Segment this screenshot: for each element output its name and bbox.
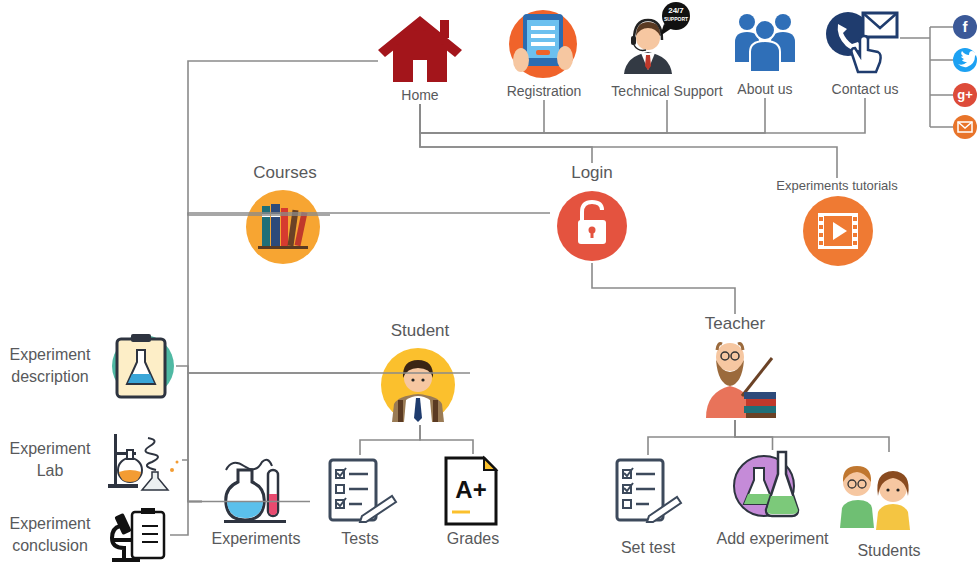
icon-node: Experiment Lab	[0, 428, 182, 492]
icon-text: g+	[955, 88, 975, 101]
icon-node: Courses	[240, 163, 330, 267]
tree-connector	[420, 104, 592, 163]
tree-connector	[188, 373, 370, 502]
node-label: Students	[857, 541, 920, 560]
node-label: Home	[401, 87, 438, 104]
tree-connector	[420, 98, 765, 133]
social-icons	[953, 15, 977, 139]
tree-connector	[420, 98, 865, 133]
conclusion-icon	[112, 508, 164, 560]
tree-connector	[360, 425, 420, 455]
registration-icon	[509, 10, 577, 78]
grades-icon	[446, 458, 496, 524]
node-label: Login	[571, 163, 613, 183]
icon-node: Login	[550, 163, 634, 263]
icon-node: Teacher	[687, 314, 783, 420]
tree-connector	[592, 263, 735, 314]
icon-node: Set test	[606, 455, 690, 557]
tree-connector	[176, 366, 202, 502]
courses-icon	[246, 190, 320, 264]
icon-text: A+	[449, 478, 493, 502]
tutorials-icon	[803, 196, 873, 266]
tree-connector	[188, 61, 378, 215]
icon-text: SUPPORT	[662, 17, 690, 22]
node-label: Experiment conclusion	[2, 513, 98, 556]
tree-connector	[420, 100, 667, 133]
icon-node: Tests	[322, 455, 398, 548]
icon-node: Experiments tutorials	[762, 178, 912, 268]
icon-node: Experiment conclusion	[0, 506, 170, 564]
tree-connector	[420, 425, 473, 454]
node-label: Tests	[341, 529, 378, 548]
icon-text: 24/7	[662, 7, 690, 15]
node-label: Experiments	[212, 529, 301, 548]
tree-connector	[420, 100, 544, 133]
icon-node: Students	[845, 452, 933, 560]
icon-node: Add experiment	[705, 450, 840, 548]
login-icon	[557, 191, 627, 261]
node-label: Experiments tutorials	[776, 178, 897, 194]
icon-node: Student	[370, 321, 470, 425]
student-icon	[381, 348, 455, 422]
add-experiment-icon	[734, 452, 798, 516]
node-label: Courses	[253, 163, 316, 183]
icon-node: Registration	[500, 10, 588, 100]
node-label: Grades	[447, 529, 499, 548]
teacher-icon	[706, 343, 776, 418]
node-label: Teacher	[705, 314, 765, 334]
icon-text: A+	[449, 478, 493, 502]
icon-node: Experiment description	[0, 332, 176, 400]
icon-text: SUPPORT	[662, 17, 690, 22]
description-icon	[112, 334, 174, 397]
icon-text: f	[955, 19, 975, 34]
set-test-icon	[617, 460, 681, 522]
icon-node: About us	[730, 8, 800, 98]
node-label: Experiment description	[2, 344, 98, 387]
experiments-icon	[224, 460, 286, 523]
icon-text: f	[955, 19, 975, 34]
lab-icon	[108, 434, 179, 490]
node-label: Add experiment	[716, 529, 828, 548]
home-icon	[378, 16, 462, 82]
node-label: About us	[737, 81, 792, 98]
node-label: Technical Support	[611, 83, 722, 100]
tree-connector	[182, 460, 202, 502]
support-icon	[624, 2, 690, 74]
about-us-icon	[735, 14, 795, 72]
tree-connector	[735, 420, 773, 450]
tree-connector	[170, 502, 202, 536]
tree-connector	[735, 420, 889, 452]
node-label: Set test	[621, 538, 675, 557]
node-label: Experiment Lab	[2, 438, 98, 481]
icon-node: Home	[378, 18, 462, 104]
students-icon	[840, 466, 910, 530]
node-label: Student	[391, 321, 450, 341]
icon-text: 24/7	[662, 7, 690, 15]
tree-connector	[648, 420, 735, 455]
tests-icon	[330, 460, 396, 522]
tree-connector	[188, 213, 550, 373]
icon-node: Experiments	[202, 455, 310, 548]
node-label: Registration	[507, 83, 582, 100]
icon-node: Contact us	[826, 8, 904, 98]
contact-icon	[826, 12, 897, 72]
social-bracket	[900, 27, 953, 127]
tree-connector	[420, 104, 837, 178]
icon-text: g+	[955, 88, 975, 101]
node-label: Contact us	[832, 81, 899, 98]
